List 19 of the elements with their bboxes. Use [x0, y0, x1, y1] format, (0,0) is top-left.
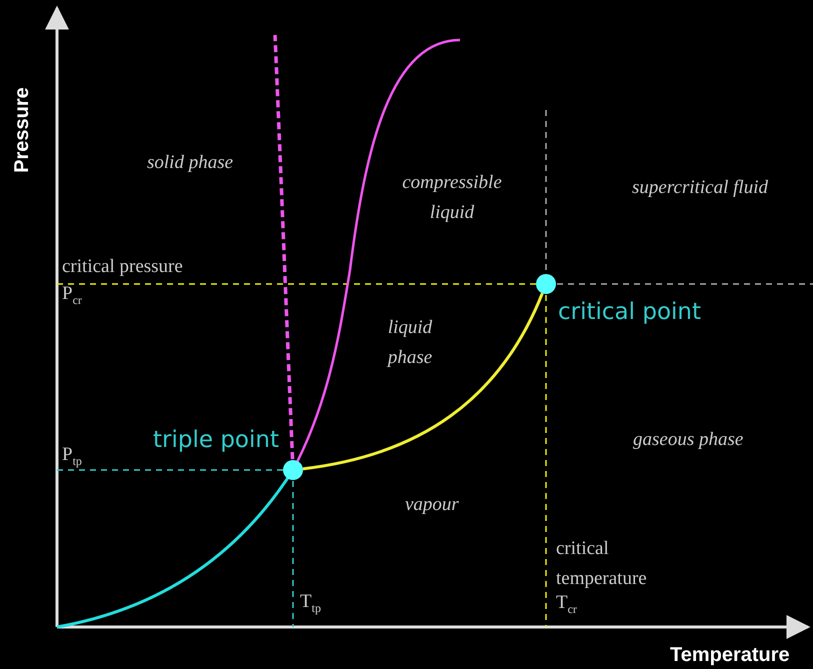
- region-label: gaseous phase: [633, 428, 744, 452]
- region-label: compressible liquid: [401, 171, 503, 225]
- axis-annotation: T$_{tp}$: [300, 590, 321, 617]
- axis-annotation: T$_{cr}$: [556, 591, 577, 618]
- axis-annotation: P$_{cr}$: [62, 282, 82, 309]
- axis-title: Pressure: [10, 87, 34, 173]
- region-label: supercritical fluid: [632, 176, 768, 200]
- region-label: solid phase: [147, 151, 234, 175]
- region-label: liquid phase: [386, 316, 434, 370]
- axis-annotation: critical pressure: [62, 255, 183, 279]
- region-label: vapour: [405, 493, 459, 517]
- point-label: triple point: [153, 427, 279, 453]
- phase-point-marker: [283, 460, 303, 480]
- phase-point-marker: [536, 274, 556, 294]
- axis-annotation: critical temperature: [556, 537, 648, 591]
- point-label: critical point: [558, 299, 701, 325]
- axis-annotation: P$_{tp}$: [62, 443, 82, 470]
- boiling-curve: [302, 292, 544, 470]
- axis-title: Temperature: [670, 643, 790, 668]
